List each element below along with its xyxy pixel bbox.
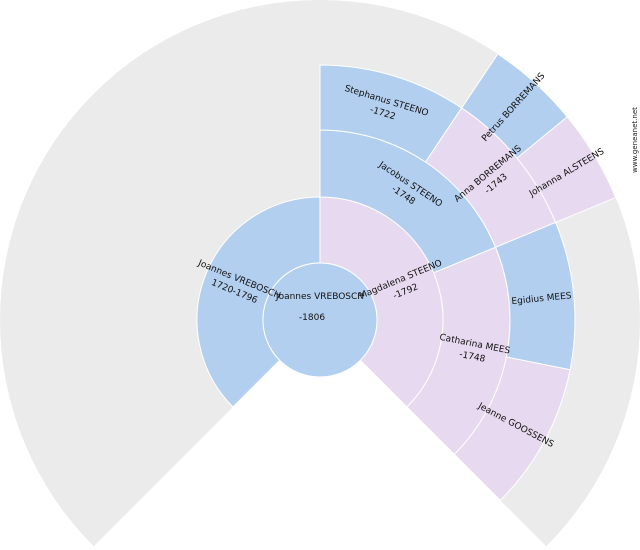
root-dates: -1806: [299, 313, 325, 323]
ancestor-segment-mother-father-mother-mother[interactable]: [516, 116, 617, 224]
root-person-circle[interactable]: [262, 262, 378, 378]
watermark-text: www.geneanet.net: [631, 107, 639, 173]
ancestor-segment-mother-mother-mother[interactable]: [453, 356, 571, 502]
root-person-label: Joannes VREBOSCH -1806: [275, 292, 364, 323]
root-name: Joannes VREBOSCH: [275, 292, 364, 302]
